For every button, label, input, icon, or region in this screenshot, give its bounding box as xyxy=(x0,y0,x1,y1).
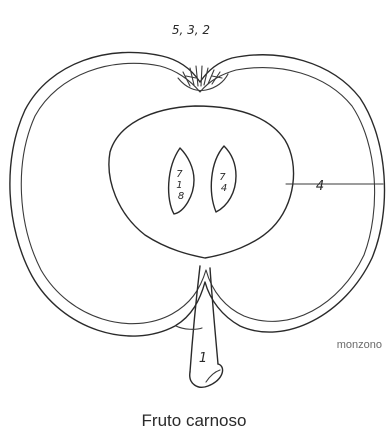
label-seed-left-line-2: 1 xyxy=(176,180,182,191)
label-seed-left-line-3: 8 xyxy=(178,191,184,202)
label-seed-left: 7 1 8 xyxy=(176,169,186,202)
label-seed-right-line-2: 4 xyxy=(221,183,227,194)
label-seed-right: 7 4 xyxy=(219,172,229,194)
label-pulp: 4 xyxy=(316,179,324,194)
label-stalk: 1 xyxy=(199,351,207,366)
fruit-core xyxy=(109,106,294,258)
label-seed-left-line-1: 7 xyxy=(176,169,183,180)
fruit-stalk xyxy=(176,266,223,387)
label-seed-right-line-1: 7 xyxy=(219,172,226,183)
label-top: 5, 3, 2 xyxy=(172,23,210,37)
author-signature: monzono xyxy=(337,339,382,351)
diagram-caption: Fruto carnoso xyxy=(142,411,247,430)
